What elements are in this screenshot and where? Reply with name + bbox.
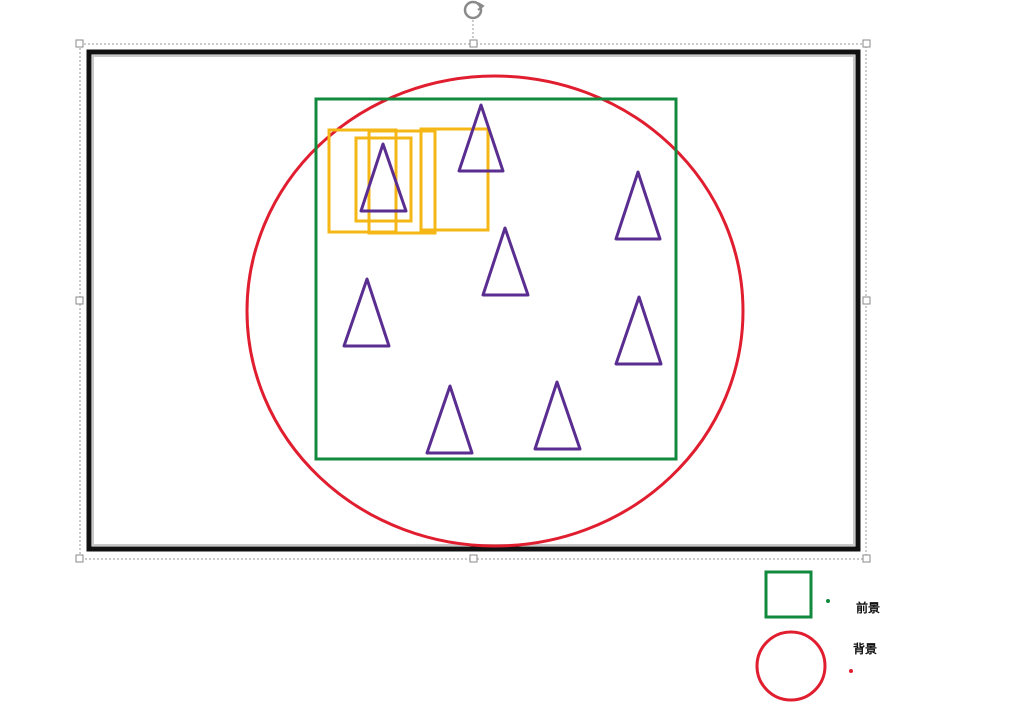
resize-handle-top-right <box>862 39 871 48</box>
resize-handles[interactable] <box>75 39 871 563</box>
resize-handle-left <box>75 296 84 305</box>
legend-background-dot <box>849 669 853 673</box>
triangle <box>425 384 474 455</box>
resize-handle-bottom <box>469 554 478 563</box>
triangle <box>359 142 408 213</box>
triangle <box>533 380 582 451</box>
legend <box>755 570 853 702</box>
triangle <box>342 277 391 348</box>
triangle <box>481 226 530 297</box>
yellow-box <box>354 136 413 223</box>
legend-background-swatch <box>755 630 827 702</box>
legend-foreground-swatch <box>764 570 813 619</box>
foreground-region <box>314 97 678 461</box>
legend-foreground-label: 前景 <box>856 601 881 615</box>
yellow-box <box>419 129 437 235</box>
legend-foreground-dot <box>826 599 830 603</box>
resize-handle-bottom-right <box>862 554 871 563</box>
resize-handle-top-left <box>75 39 84 48</box>
image-frame <box>86 49 861 552</box>
resize-handle-top <box>469 39 478 48</box>
triangle <box>457 103 505 173</box>
triangle <box>614 295 663 366</box>
legend-background-label: 背景 <box>853 642 878 656</box>
background-region <box>245 74 745 548</box>
resize-handle-right <box>862 296 871 305</box>
resize-handle-bottom-left <box>75 554 84 563</box>
rotate-icon[interactable] <box>463 0 485 20</box>
triangles <box>342 103 663 455</box>
triangle <box>614 170 662 241</box>
